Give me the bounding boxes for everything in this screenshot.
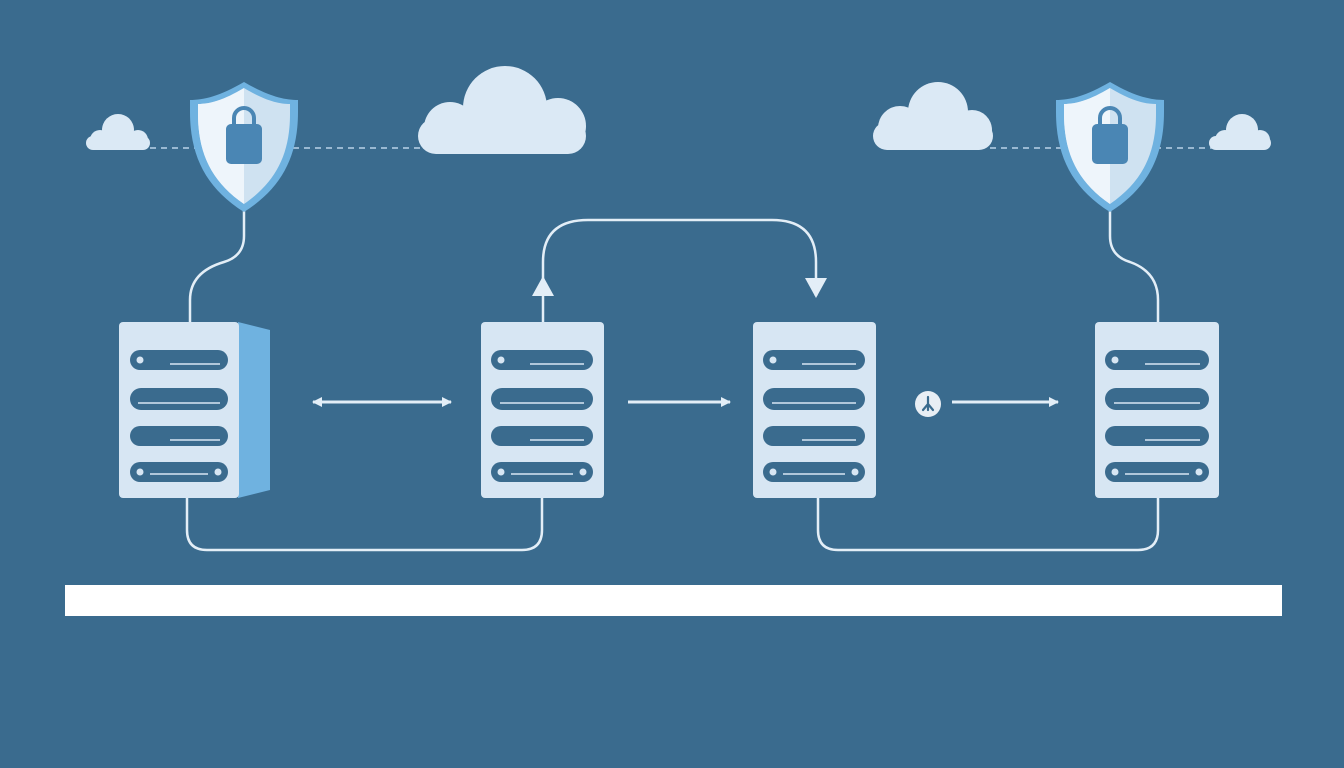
shield-link-right — [1108, 208, 1160, 322]
cloud-icon — [418, 66, 586, 154]
cloud-icon — [873, 82, 993, 150]
loop-under-left — [185, 498, 544, 552]
cloud-icon — [86, 114, 150, 150]
loop-under-right — [816, 498, 1160, 552]
shield-lock-icon — [190, 82, 298, 212]
server-icon — [753, 322, 876, 498]
anchor-icon — [915, 391, 941, 417]
shield-link-left — [188, 208, 246, 322]
server-icon — [1095, 322, 1219, 498]
server-icon — [481, 322, 604, 498]
server-icon — [119, 322, 270, 498]
loop-over-connector — [541, 218, 818, 322]
ground-bar — [65, 585, 1282, 616]
up-arrow-icon — [532, 276, 554, 296]
down-arrow-icon — [805, 278, 827, 298]
shield-lock-icon — [1056, 82, 1164, 212]
cloud-icon — [1209, 114, 1271, 150]
